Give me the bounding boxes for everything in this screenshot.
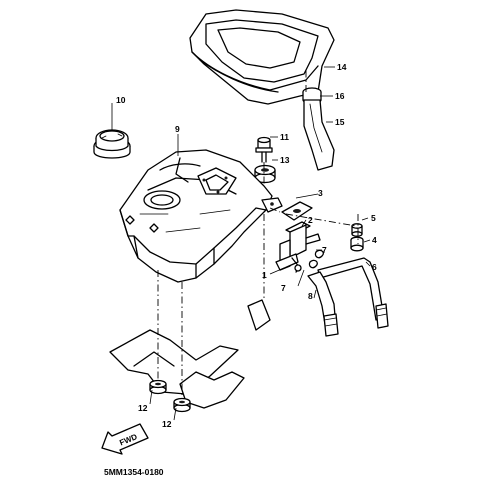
part-9-fuel-tank <box>119 149 283 283</box>
part-code: 5MM1354-0180 <box>104 467 164 477</box>
callout-7-a: 7 <box>322 245 327 255</box>
callout-4: 4 <box>372 235 377 245</box>
callout-8: 8 <box>308 291 313 301</box>
callout-5: 5 <box>371 213 376 223</box>
part-13-damper <box>254 164 276 184</box>
part-12-damper-a <box>149 379 167 395</box>
part-6-fuel-hose <box>317 257 389 329</box>
callout-12-a: 12 <box>138 403 148 413</box>
callout-12-b: 12 <box>162 419 172 429</box>
callout-13: 13 <box>280 155 290 165</box>
callout-6: 6 <box>372 262 377 272</box>
callout-16: 16 <box>335 91 345 101</box>
callout-11: 11 <box>280 132 289 142</box>
callout-9: 9 <box>175 124 180 134</box>
callout-15: 15 <box>335 117 345 127</box>
frame-tube <box>109 299 271 409</box>
callout-2: 2 <box>308 215 313 225</box>
assembly-lines <box>157 70 359 410</box>
part-1-2-fuel-cock <box>275 221 321 273</box>
forward-arrow: FWD <box>101 423 149 455</box>
callout-1: 1 <box>262 270 267 280</box>
callout-14: 14 <box>337 62 347 72</box>
part-15-hose <box>303 99 335 171</box>
part-8-hose <box>307 271 339 337</box>
part-4-damper <box>350 236 364 252</box>
part-3-gasket <box>281 201 313 221</box>
part-10-fuel-cap <box>93 129 131 159</box>
part-12-damper-b <box>173 397 191 413</box>
callouts: 14 16 15 10 9 11 13 3 2 5 4 7 6 1 7 8 12… <box>116 62 377 429</box>
part-11-bolt <box>255 136 273 163</box>
callout-7-b: 7 <box>281 283 286 293</box>
leader-lines <box>111 66 371 421</box>
callout-3: 3 <box>318 188 323 198</box>
callout-10: 10 <box>116 95 126 105</box>
part-7-clips <box>308 249 324 269</box>
part-5-collar <box>351 223 363 237</box>
